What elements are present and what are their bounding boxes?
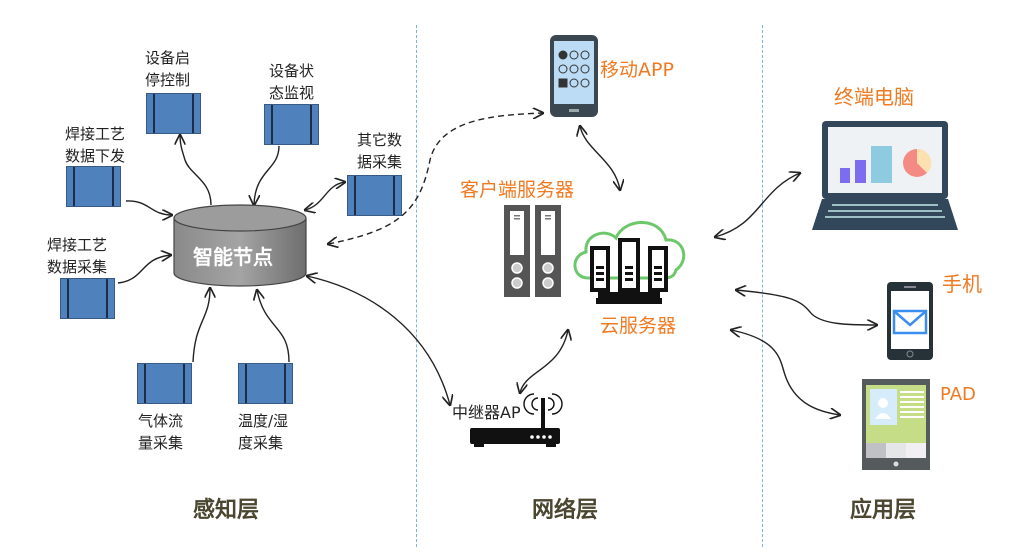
repeater-router-icon[interactable] (468, 388, 563, 450)
arrow-hub-mobile-dashed (328, 113, 543, 244)
device-box-weld-collect[interactable] (60, 278, 115, 319)
arrow-repeater-cloud (520, 330, 568, 393)
terminal-pc-label: 终端电脑 (834, 85, 914, 109)
arrow-hub-repeater (307, 276, 450, 405)
layer-title-network: 网络层 (532, 498, 599, 523)
device-box-start-stop[interactable] (146, 93, 201, 134)
device-label-start-stop: 设备启 停控制 (145, 49, 191, 89)
client-server-label: 客户端服务器 (460, 179, 575, 201)
mobile-app-phone-icon[interactable] (549, 34, 599, 118)
device-label-gas-flow: 气体流 量采集 (138, 412, 184, 452)
phone-label: 手机 (942, 272, 982, 296)
pad-tablet-icon[interactable] (862, 379, 930, 470)
mobile-app-label: 移动APP (600, 59, 674, 81)
arrow-weld-send-to-hub (125, 200, 172, 215)
device-label-weld-collect: 焊接工艺 数据采集 (47, 236, 108, 276)
device-box-temp-humidity[interactable] (238, 363, 293, 404)
arrow-temp-to-hub (257, 290, 290, 363)
smart-node-cylinder-icon[interactable] (172, 203, 308, 289)
arrow-hub-to-start-stop (180, 135, 212, 206)
device-label-status-monitor: 设备状 态监视 (269, 62, 315, 102)
layer-title-application: 应用层 (850, 498, 917, 523)
cloud-server-icon[interactable] (566, 210, 692, 310)
terminal-pc-laptop-icon[interactable] (812, 120, 960, 232)
device-box-weld-send[interactable] (66, 166, 121, 207)
arrow-mobile-cloud (580, 126, 620, 190)
device-label-weld-send: 焊接工艺 数据下发 (65, 125, 126, 165)
device-label-other-collect: 其它数 据采集 (357, 131, 403, 171)
arrow-gas-to-hub (192, 288, 210, 363)
pad-label: PAD (940, 384, 976, 405)
arrow-cloud-pad (731, 330, 840, 415)
arrow-weld-collect-to-hub (117, 255, 171, 284)
arrow-status-to-hub (254, 145, 280, 205)
device-label-temp-humidity: 温度/湿 度采集 (238, 412, 289, 452)
cloud-server-label: 云服务器 (600, 315, 677, 337)
arrow-cloud-laptop (715, 173, 800, 237)
device-box-other-collect[interactable] (347, 175, 402, 216)
layer-title-perception: 感知层 (193, 498, 260, 523)
device-box-gas-flow[interactable] (137, 363, 192, 404)
arrow-hub-other-collect (305, 182, 345, 210)
device-box-status-monitor[interactable] (264, 104, 319, 145)
repeater-label: 中继器AP (452, 403, 521, 422)
smart-node-label: 智能节点 (193, 245, 273, 269)
phone-icon[interactable] (886, 281, 934, 361)
arrow-cloud-phone (736, 290, 877, 325)
client-server-icon[interactable] (503, 205, 563, 297)
